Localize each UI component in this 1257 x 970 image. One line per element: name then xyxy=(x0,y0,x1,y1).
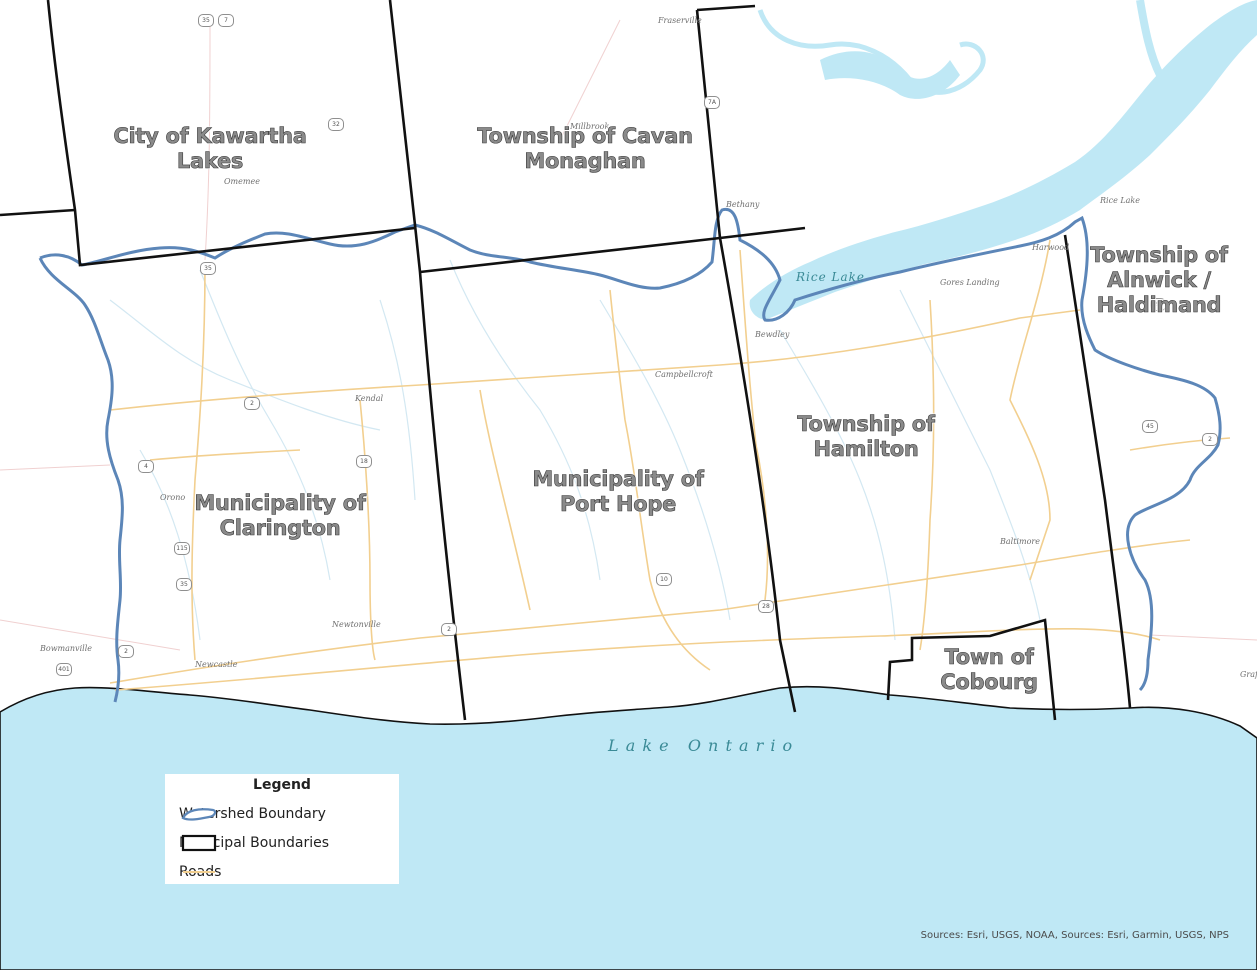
legend-item-watershed: Watershed Boundary xyxy=(179,804,326,824)
outside-roads xyxy=(0,19,1257,651)
road-shield: 4 xyxy=(138,460,154,473)
label-line: Lakes xyxy=(176,149,244,174)
legend-item-municipal: Municipal Boundaries xyxy=(179,833,329,853)
place-baltimore: Baltimore xyxy=(1000,537,1040,546)
municipal-boundary-symbol-icon xyxy=(181,834,217,852)
place-gores-landing: Gores Landing xyxy=(940,278,1000,287)
label-line: Town of xyxy=(944,645,1034,670)
map-attribution: Sources: Esri, USGS, NOAA, Sources: Esri… xyxy=(920,930,1229,941)
place-campbellcroft: Campbellcroft xyxy=(655,370,713,379)
rice-lake-water xyxy=(749,0,1257,320)
label-line: Cobourg xyxy=(940,670,1038,695)
legend-label-municipal: Municipal Boundaries xyxy=(179,835,330,851)
label-line: Township of xyxy=(797,412,935,437)
municipality-label-clarington: Municipality of Clarington xyxy=(182,491,378,541)
label-line: Municipality of xyxy=(194,491,366,516)
road-shield: 35 xyxy=(198,14,214,27)
road-shield: 18 xyxy=(356,455,372,468)
road-shield: 115 xyxy=(174,542,190,555)
road-shield: 2 xyxy=(118,645,134,658)
municipality-label-kawartha: City of Kawartha Lakes xyxy=(110,124,310,174)
lake-ontario-water xyxy=(0,685,1257,970)
label-line: City of Kawartha xyxy=(113,124,307,149)
road-shield: 35 xyxy=(200,262,216,275)
rice-lake-north-label: Rice Lake xyxy=(1100,196,1141,205)
place-bethany: Bethany xyxy=(726,200,760,209)
place-orono: Orono xyxy=(160,493,186,502)
label-line: Alnwick / xyxy=(1107,268,1212,293)
legend-label-watershed: Watershed Boundary xyxy=(179,806,326,822)
rice-lake-label: Rice Lake xyxy=(796,270,866,284)
label-line: Township of xyxy=(1090,243,1228,268)
label-line: Port Hope xyxy=(559,492,677,517)
legend-item-roads: Roads xyxy=(179,862,221,882)
road-shield: 2 xyxy=(441,623,457,636)
north-bay-water xyxy=(820,51,960,99)
place-omemee: Omemee xyxy=(224,177,260,186)
label-line: Haldimand xyxy=(1096,293,1222,318)
road-symbol-icon xyxy=(183,871,215,873)
municipality-label-hamilton: Township of Hamilton xyxy=(786,412,946,462)
label-line: Clarington xyxy=(219,516,341,541)
road-shield: 401 xyxy=(56,663,72,676)
roads xyxy=(109,239,1231,691)
road-shield: 9 xyxy=(1150,298,1166,311)
place-millbrook: Millbrook xyxy=(570,122,610,131)
road-shield: 7A xyxy=(704,96,720,109)
municipality-label-cavan: Township of Cavan Monaghan xyxy=(470,124,700,174)
place-newtonville: Newtonville xyxy=(332,620,381,629)
label-line: Hamilton xyxy=(813,437,919,462)
place-harwood: Harwood xyxy=(1032,243,1070,252)
road-shield: 35 xyxy=(176,578,192,591)
road-shield: 2 xyxy=(244,397,260,410)
label-line: Monaghan xyxy=(524,149,646,174)
place-bewdley: Bewdley xyxy=(755,330,790,339)
label-line: Municipality of xyxy=(532,467,704,492)
place-bowmanville: Bowmanville xyxy=(40,644,92,653)
road-shield: 28 xyxy=(758,600,774,613)
road-shield: 45 xyxy=(1142,420,1158,433)
river-channel-east xyxy=(1136,0,1164,77)
watershed-boundary-symbol-icon xyxy=(181,808,217,821)
road-shield: 7 xyxy=(218,14,234,27)
road-shield: 10 xyxy=(656,573,672,586)
watershed-boundary xyxy=(38,207,1222,703)
lake-ontario-label: L a k e O n t a r i o xyxy=(608,736,794,755)
municipality-label-cobourg: Town of Cobourg xyxy=(930,645,1048,695)
road-shield: 2 xyxy=(1202,433,1218,446)
legend-panel: Legend Watershed Boundary Municipal Boun… xyxy=(165,774,399,884)
place-grafton: Graf xyxy=(1240,670,1257,679)
municipality-label-porthope: Municipality of Port Hope xyxy=(520,467,716,517)
municipality-label-alnwick: Township of Alnwick / Haldimand xyxy=(1086,243,1232,318)
place-newcastle: Newcastle xyxy=(195,660,238,669)
road-shield: 32 xyxy=(328,118,344,131)
municipal-boundaries xyxy=(0,0,1132,721)
place-fraserville: Fraserville xyxy=(658,16,702,25)
legend-title: Legend xyxy=(253,777,311,793)
label-line: Township of Cavan xyxy=(477,124,693,149)
place-kendal: Kendal xyxy=(355,394,384,403)
